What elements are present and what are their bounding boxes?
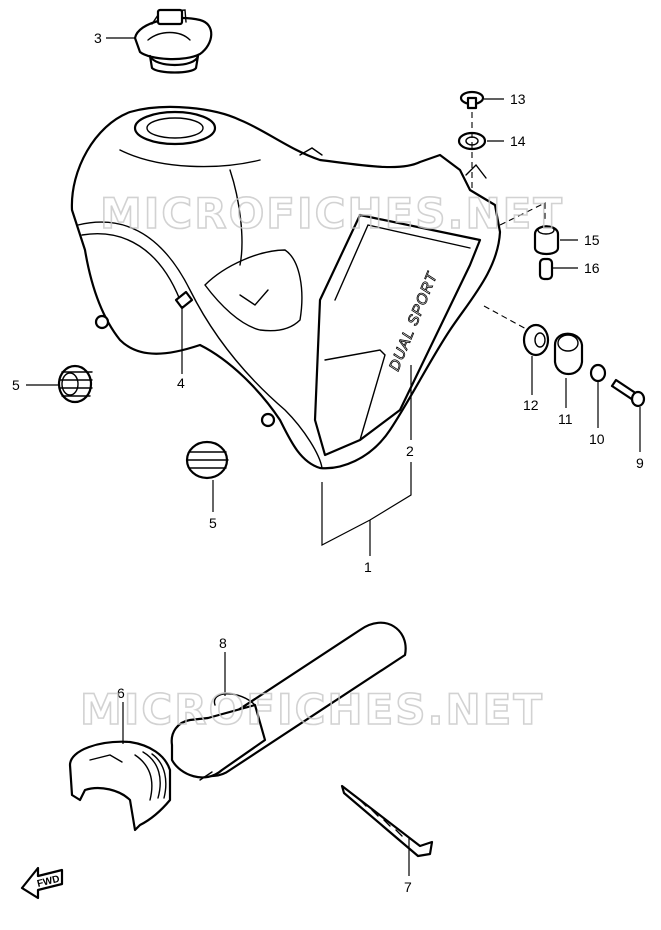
protector-6 <box>68 740 172 832</box>
fwd-arrow <box>20 866 64 900</box>
callout-5-lower: 5 <box>209 515 217 531</box>
callout-labels: 1 2 3 4 5 5 6 7 8 9 10 11 12 13 14 15 16 <box>12 30 644 895</box>
callout-6: 6 <box>117 685 125 701</box>
alignment-line-right <box>483 305 529 331</box>
leader-lines <box>26 37 641 876</box>
callout-12: 12 <box>523 397 539 413</box>
alignment-line-15 <box>499 202 546 226</box>
callout-16: 16 <box>584 260 600 276</box>
callout-5-left: 5 <box>12 377 20 393</box>
callout-9: 9 <box>636 455 644 471</box>
callout-1: 1 <box>364 559 372 575</box>
bolt-9 <box>610 378 646 408</box>
callout-14: 14 <box>510 133 526 149</box>
watermark-top: MICROFICHES.NET <box>100 189 564 238</box>
cushion-15 <box>533 225 560 256</box>
collar-16 <box>538 257 554 281</box>
cable-tie-7 <box>340 784 434 858</box>
grommet-left <box>57 364 93 404</box>
callout-8: 8 <box>219 635 227 651</box>
callout-3: 3 <box>94 30 102 46</box>
tube-8 <box>170 621 407 781</box>
callout-2: 2 <box>406 443 414 459</box>
cushion-12 <box>522 323 550 357</box>
tank-tube <box>174 290 194 310</box>
cushion-11 <box>553 332 584 376</box>
callout-15: 15 <box>584 232 600 248</box>
fwd-label: FWD <box>36 874 61 890</box>
callout-11: 11 <box>558 411 573 427</box>
callout-7: 7 <box>404 879 412 895</box>
callout-10: 10 <box>589 431 605 447</box>
callout-4: 4 <box>177 375 185 391</box>
washer-10 <box>589 363 607 383</box>
fuel-cap <box>133 8 213 74</box>
watermark-bottom: MICROFICHES.NET <box>80 685 544 734</box>
fuel-tank <box>70 105 502 470</box>
grommet-lower <box>185 440 229 480</box>
callout-13: 13 <box>510 91 526 107</box>
bolt-13 <box>459 90 485 110</box>
